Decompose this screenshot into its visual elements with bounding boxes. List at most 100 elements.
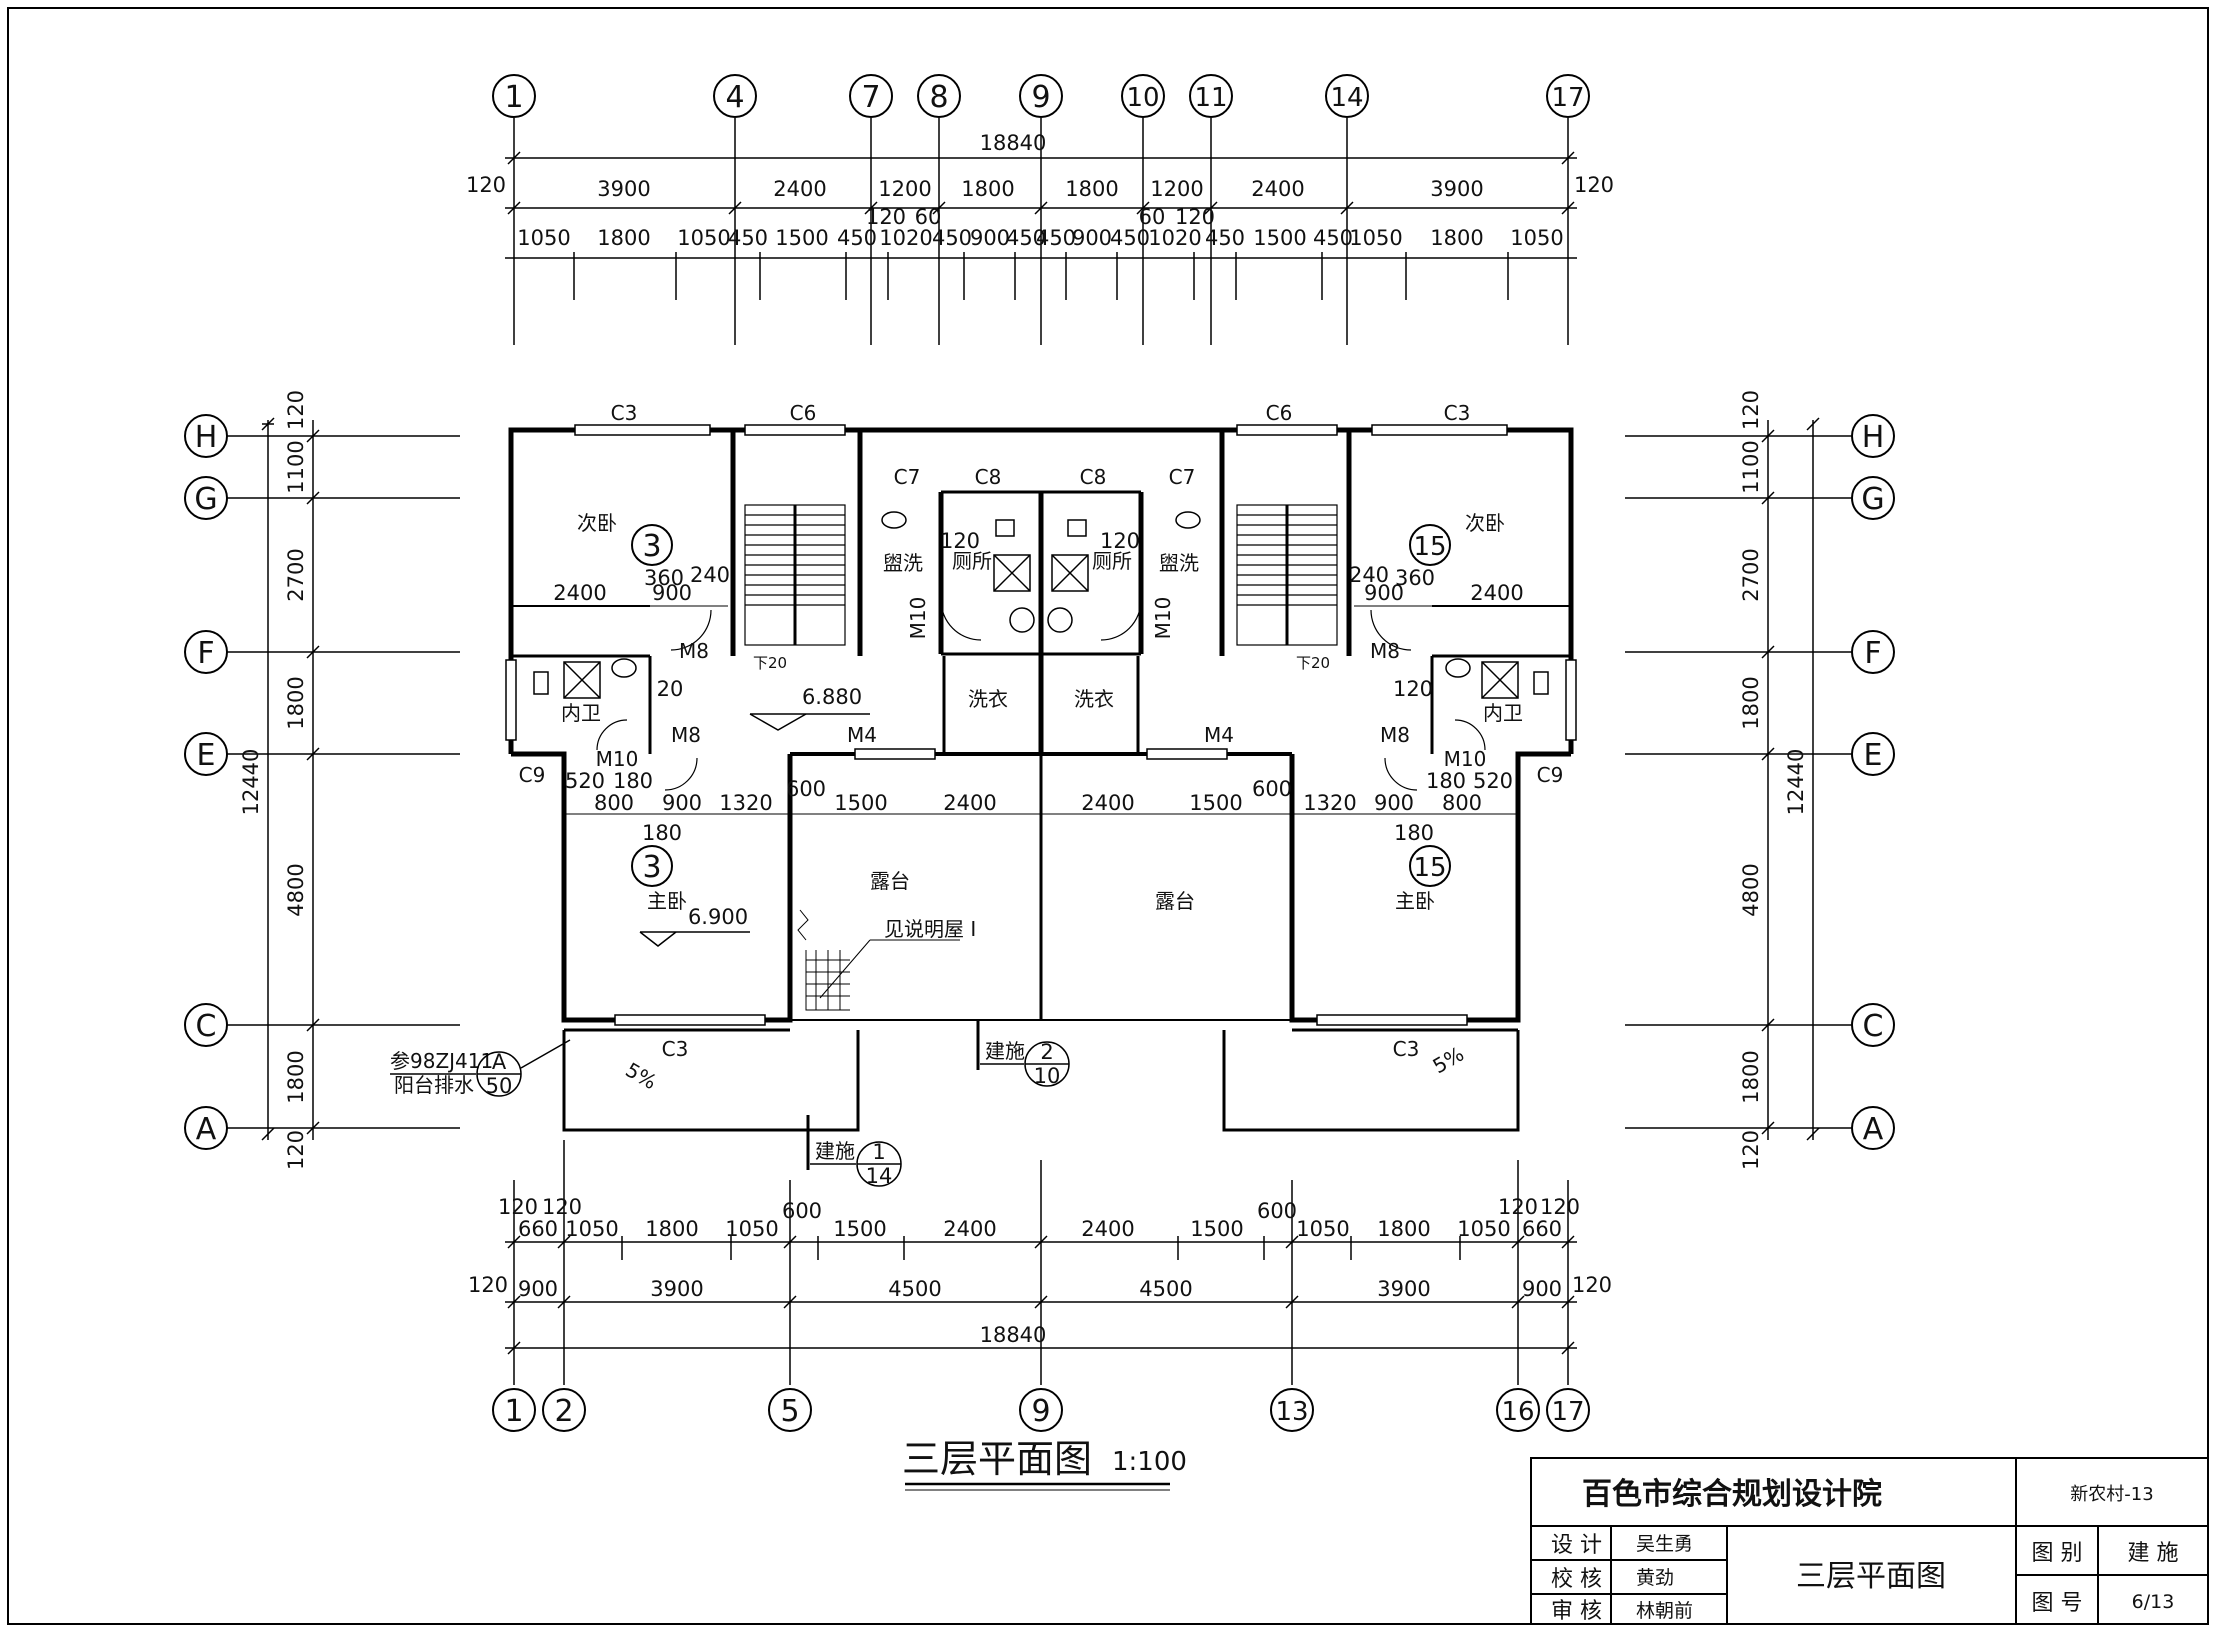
tb-company: 百色市综合规划设计院 xyxy=(1582,1477,1882,1512)
left-dim: 120 xyxy=(284,1130,308,1170)
top-dim: 450 xyxy=(932,226,972,250)
top-dim: 1050 xyxy=(677,226,730,250)
bottom-dim: 1800 xyxy=(645,1217,698,1241)
top-axis-4: 4 xyxy=(725,80,744,115)
bottom-dim: 3900 xyxy=(1377,1277,1430,1301)
bottom-dim: 1050 xyxy=(1296,1217,1349,1241)
right-dim: 120 xyxy=(1739,1130,1763,1170)
bottom-axis-1: 1 xyxy=(504,1394,523,1429)
ref-line1: 参98ZJ411 xyxy=(390,1049,493,1073)
dim-2400: 2400 xyxy=(553,581,606,605)
bottom-dim: 120 xyxy=(498,1195,538,1219)
bottom-dim: 2400 xyxy=(1081,1217,1134,1241)
bottom-dim: 1050 xyxy=(725,1217,778,1241)
bottom-axis-5: 5 xyxy=(780,1394,799,1429)
title-block xyxy=(1530,1457,2209,1625)
top-axis-7: 7 xyxy=(861,80,880,115)
bottom-axis-16: 16 xyxy=(1501,1397,1534,1427)
top-axis-10: 10 xyxy=(1126,83,1159,113)
bottom-dim: 600 xyxy=(1257,1199,1297,1223)
top-dim: 450 xyxy=(837,226,877,250)
dim-180: 180 xyxy=(1426,769,1466,793)
top-dim: 1800 xyxy=(961,177,1014,201)
door-m10: M10 xyxy=(1444,747,1487,771)
dim-120: 120 xyxy=(1393,677,1433,701)
ref-jianshi: 建施 xyxy=(985,1039,1025,1063)
left-dim: 12440 xyxy=(239,749,263,816)
bottom-dim: 2400 xyxy=(943,1217,996,1241)
tb-reviewer: 林朝前 xyxy=(1636,1600,1693,1622)
elevation-6900: 6.900 xyxy=(688,905,748,929)
tb-project: 新农村-13 xyxy=(2070,1484,2153,1505)
window-c6: C6 xyxy=(1266,401,1293,425)
top-dim: 450 xyxy=(1006,226,1046,250)
dim-600: 600 xyxy=(786,777,826,801)
stair-down-left: 下20 xyxy=(753,654,787,672)
right-dim: 120 xyxy=(1739,390,1763,430)
tb-drawing-name: 三层平面图 xyxy=(1796,1559,1946,1594)
dim-800: 800 xyxy=(1442,791,1482,815)
left-dim: 1100 xyxy=(284,440,308,493)
top-dim: 2400 xyxy=(773,177,826,201)
top-dim: 1500 xyxy=(775,226,828,250)
ref-2: 2 xyxy=(1040,1040,1053,1064)
dim-360: 360 xyxy=(644,566,684,590)
top-dim: 120 xyxy=(1175,205,1215,229)
room-laundry-left: 洗衣 xyxy=(968,687,1008,711)
dim-2400: 2400 xyxy=(943,791,996,815)
bottom-axis-17: 17 xyxy=(1551,1397,1584,1427)
right-dim: 1800 xyxy=(1739,676,1763,729)
ref-14: 14 xyxy=(866,1164,893,1188)
stair-down-right: 下20 xyxy=(1296,654,1330,672)
dim-180: 180 xyxy=(642,821,682,845)
room-toilet-right: 厕所 xyxy=(1092,549,1132,573)
bottom-dim: 660 xyxy=(518,1217,558,1241)
bottom-dim: 120 xyxy=(542,1195,582,1219)
bottom-axis-13: 13 xyxy=(1275,1397,1308,1427)
room-washbasin-right: 盥洗 xyxy=(1159,551,1199,575)
bottom-total: 18840 xyxy=(980,1323,1047,1347)
left-dim: 2700 xyxy=(284,548,308,601)
bottom-dim: 4500 xyxy=(888,1277,941,1301)
top-dim: 900 xyxy=(1072,226,1112,250)
dim-1320: 1320 xyxy=(719,791,772,815)
ref-jianshi: 建施 xyxy=(815,1139,855,1163)
top-dim: 1200 xyxy=(878,177,931,201)
right-axis-g: G xyxy=(1861,482,1884,517)
top-dim: 1050 xyxy=(1349,226,1402,250)
left-dim: 1800 xyxy=(284,1050,308,1103)
dim-120: 120 xyxy=(940,529,980,553)
dim-2400: 2400 xyxy=(1081,791,1134,815)
section-markers xyxy=(631,524,1451,887)
bottom-dim: 900 xyxy=(518,1277,558,1301)
dim-240: 240 xyxy=(690,563,730,587)
top-axis-11: 11 xyxy=(1194,83,1227,113)
room-second-bedroom-right: 次卧 xyxy=(1465,511,1505,535)
tb-number-label: 图 号 xyxy=(2032,1591,2083,1616)
dim-800: 800 xyxy=(594,791,634,815)
room-master-bedroom-left: 主卧 xyxy=(647,889,687,913)
window-c3: C3 xyxy=(662,1037,689,1061)
top-dim: 60 xyxy=(915,205,942,229)
windows xyxy=(505,424,1577,1026)
tb-check-label: 校 核 xyxy=(1551,1567,1602,1592)
dim-520: 520 xyxy=(565,769,605,793)
tb-number: 6/13 xyxy=(2132,1591,2175,1613)
window-c7: C7 xyxy=(894,465,921,489)
dim-120: 120 xyxy=(1100,529,1140,553)
bottom-dim: 120 xyxy=(1572,1273,1612,1297)
left-stair xyxy=(744,504,846,646)
right-axis-c: C xyxy=(1863,1009,1884,1044)
ref-50: 50 xyxy=(486,1074,513,1098)
door-m4: M4 xyxy=(847,723,877,747)
door-m4: M4 xyxy=(1204,723,1234,747)
ref-10: 10 xyxy=(1034,1064,1061,1088)
bottom-dim: 1050 xyxy=(1457,1217,1510,1241)
window-c8: C8 xyxy=(1080,465,1107,489)
dim-520: 520 xyxy=(1473,769,1513,793)
top-dim: 1800 xyxy=(1430,226,1483,250)
drawing-scale: 1:100 xyxy=(1112,1447,1187,1477)
door-m8: M8 xyxy=(679,639,709,663)
dim-360: 360 xyxy=(1395,566,1435,590)
